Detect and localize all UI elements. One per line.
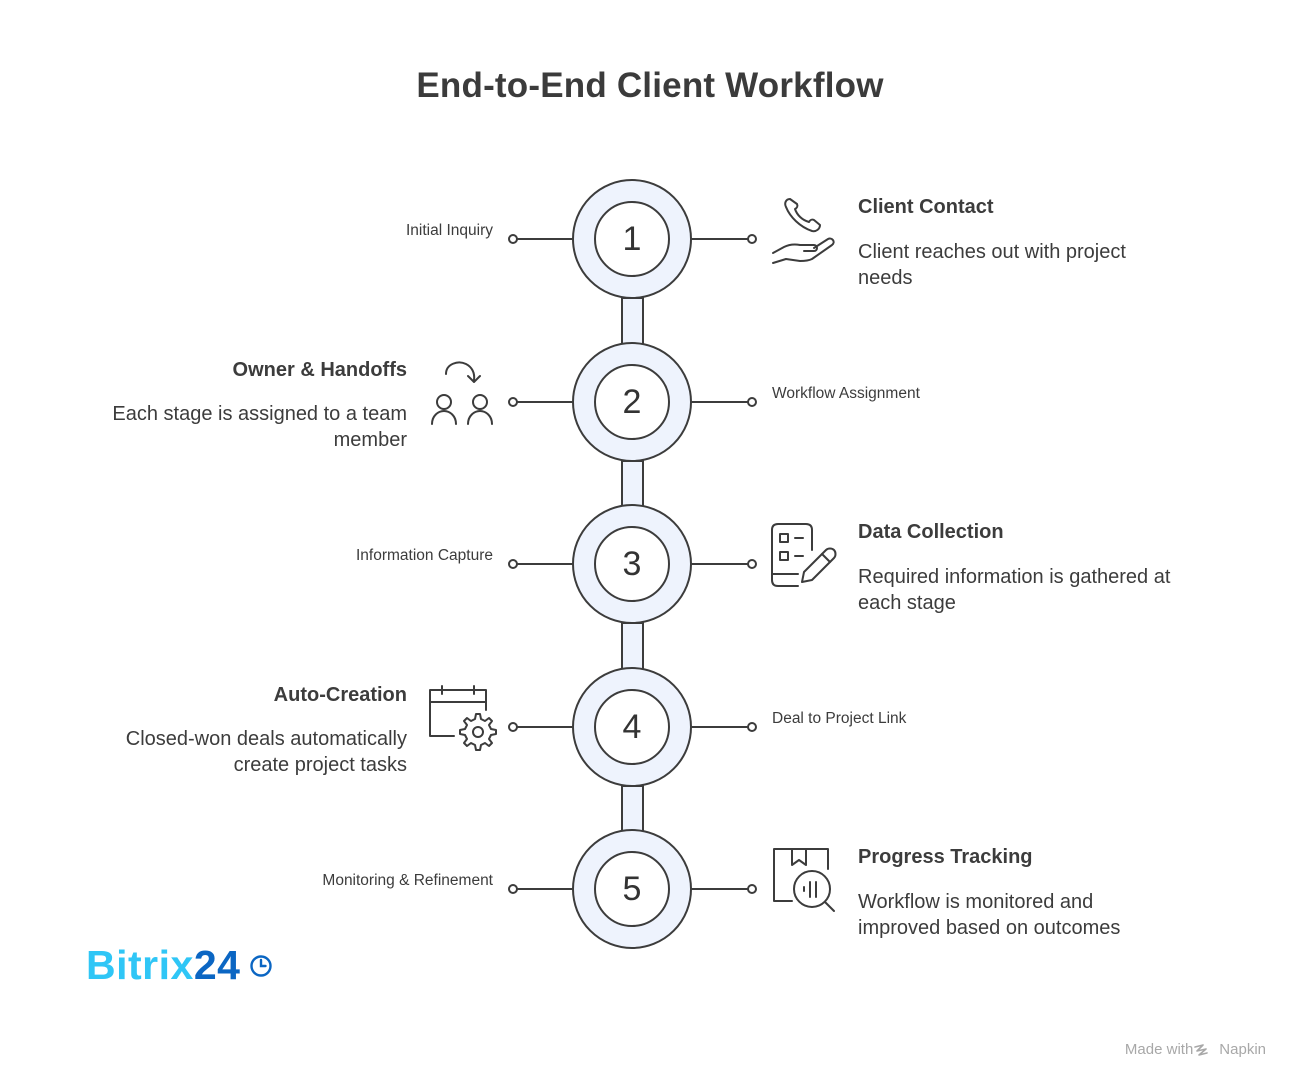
step-inner-circles (594, 201, 670, 927)
bitrix24-logo: Bitrix24 (86, 942, 240, 989)
diagram-title: End-to-End Client Workflow (416, 66, 884, 105)
phone-hand-icon (772, 198, 835, 264)
connector-lines (508, 234, 757, 894)
step-3-heading: Data Collection (858, 521, 1004, 543)
calendar-gear-icon (429, 685, 497, 751)
step-3-description: Required information is gathered at each… (858, 566, 1171, 614)
step-2-description: Each stage is assigned to a team member (112, 403, 407, 451)
step-2-stage-label: Workflow Assignment (772, 385, 920, 402)
step-2-number: 2 (622, 383, 642, 421)
step-1-description: Client reaches out with project needs (858, 241, 1126, 289)
step-3-stage-label: Information Capture (356, 547, 493, 564)
timeline-connectors (621, 297, 644, 835)
step-2-heading: Owner & Handoffs (232, 359, 407, 381)
clock-icon (250, 955, 272, 977)
step-5-description: Workflow is monitored and improved based… (858, 891, 1121, 939)
book-magnifier-icon (773, 848, 835, 912)
napkin-brand-label: Napkin (1219, 1041, 1266, 1058)
step-5-heading: Progress Tracking (858, 846, 1033, 868)
step-4-description: Closed-won deals automatically create pr… (125, 728, 407, 776)
step-3-number: 3 (622, 545, 642, 583)
handoff-people-icon (431, 361, 493, 425)
step-1-stage-label: Initial Inquiry (405, 222, 493, 239)
step-1-heading: Client Contact (858, 196, 994, 218)
napkin-logo-icon (1194, 1044, 1208, 1056)
step-4-number: 4 (622, 708, 642, 746)
step-5-stage-label: Monitoring & Refinement (322, 872, 493, 889)
logo-text-24: 24 (193, 942, 241, 988)
made-with-label: Made with (1124, 1041, 1194, 1058)
step-4-stage-label: Deal to Project Link (772, 710, 907, 727)
logo-text-bitrix: Bitrix (86, 942, 194, 988)
step-4-heading: Auto-Creation (273, 684, 407, 706)
made-with-napkin-footer[interactable]: Made with Napkin (1125, 1041, 1266, 1058)
checklist-pencil-icon (771, 523, 837, 587)
step-1-number: 1 (622, 220, 642, 258)
step-5-number: 5 (622, 870, 642, 908)
